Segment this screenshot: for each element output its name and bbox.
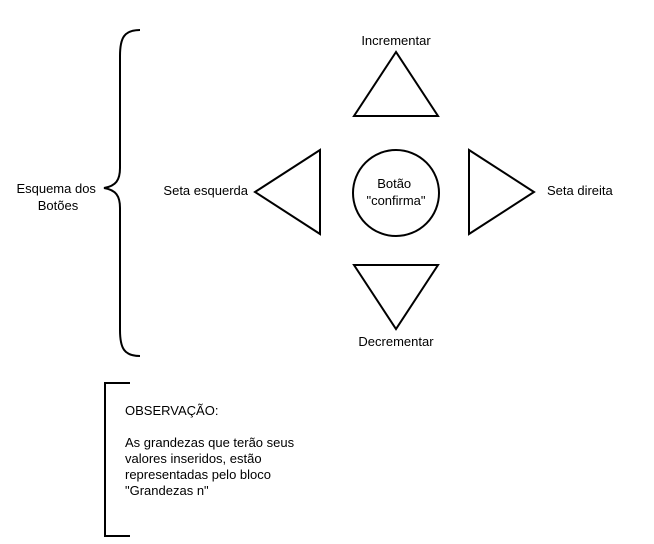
increment-button[interactable] [352,50,440,117]
observation-line: representadas pelo bloco [125,467,271,482]
decrement-label: Decrementar [358,334,434,349]
note-bracket [104,382,130,537]
left-arrow-button[interactable] [253,148,321,236]
observation-line: "Grandezas n" [125,483,209,498]
right-arrow-label: Seta direita [547,183,614,198]
confirm-label: Botão "confirma" [366,176,425,208]
left-arrow-label: Seta esquerda [163,183,248,198]
right-arrow-button[interactable] [468,148,536,236]
scheme-label: Esquema dos Botões [16,181,99,213]
observation-line: As grandezas que terão seus [125,435,295,450]
confirm-button[interactable] [352,149,440,237]
observation-line: valores inseridos, estão [125,451,262,466]
increment-label: Incrementar [361,33,431,48]
decrement-button[interactable] [352,264,440,331]
observation-title: OBSERVAÇÃO: [125,403,219,418]
observation-note: OBSERVAÇÃO: As grandezas que terão seus … [125,403,345,499]
scheme-curly-brace [103,29,141,357]
